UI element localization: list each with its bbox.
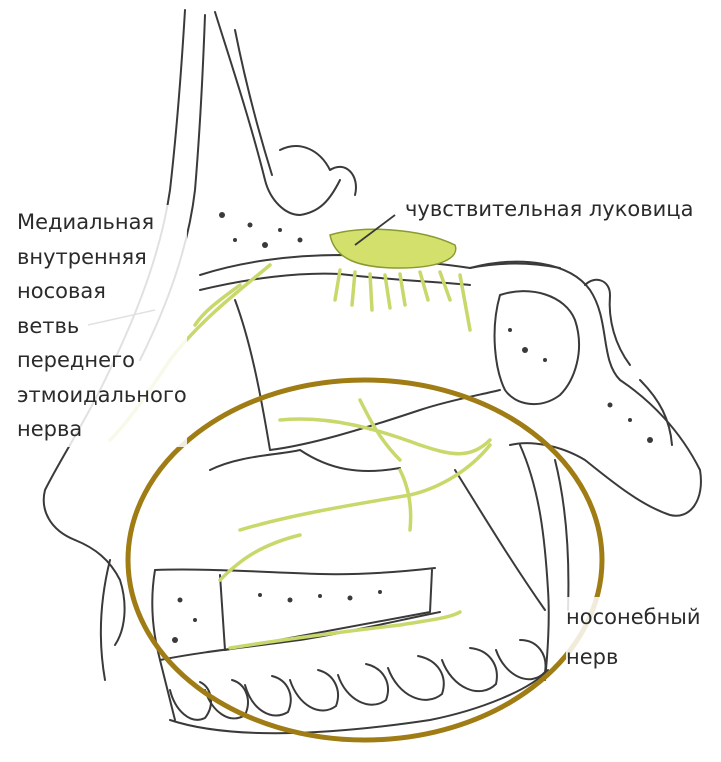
sensory-bulb-label: чувствительная луковица <box>405 196 693 222</box>
ethmoidal-line-5: переднего <box>17 343 187 378</box>
palate-box <box>220 570 432 650</box>
ethmoidal-line-7: нерва <box>17 412 187 447</box>
nose-tip <box>75 540 125 645</box>
clivus-line <box>640 380 672 445</box>
ethmoidal-branch <box>195 285 240 325</box>
nasopalatine-nerve-label: носонебный нерв <box>566 597 701 677</box>
sensory-bulb-text: чувствительная луковица <box>405 196 693 222</box>
tooth-8 <box>496 640 546 679</box>
frontal-sinus-wall-2 <box>235 30 272 175</box>
frontal-sinus-wall <box>215 12 340 215</box>
tooth-5 <box>338 664 388 705</box>
olfactory-fibers <box>335 270 470 330</box>
lip <box>101 560 110 680</box>
highlight-ellipse <box>128 380 602 740</box>
nerve-twig-1 <box>400 470 411 530</box>
tooth-6 <box>388 656 444 700</box>
nasopalatine-line-1: носонебный <box>566 597 701 637</box>
tooth-1 <box>170 682 211 720</box>
bone-texture-dots <box>172 212 653 643</box>
ethmoidal-line-4: ветвь <box>17 309 187 344</box>
nasopalatine-line-2: нерв <box>566 637 701 677</box>
sensory-bulb-shape <box>330 229 456 268</box>
tooth-7 <box>442 648 497 691</box>
ethmoidal-nerve-label: Медиальная внутренняя носовая ветвь пере… <box>17 205 187 447</box>
ethmoidal-line-6: этмоидального <box>17 378 187 413</box>
tooth-4 <box>290 670 338 711</box>
tooth-3 <box>245 676 291 716</box>
nerve-branch-mid <box>240 445 490 530</box>
sphenoid-sinus-inner <box>495 291 579 404</box>
septum-line-1 <box>235 300 270 450</box>
hard-palate-top <box>155 568 435 574</box>
pterygoid-plate-2 <box>555 460 568 610</box>
nerve-branch-upper <box>280 419 490 454</box>
ethmoidal-line-1: Медиальная <box>17 205 187 240</box>
nasopalatine-nerve <box>230 612 460 648</box>
ethmoidal-line-2: внутренняя <box>17 240 187 275</box>
ethmoidal-line-3: носовая <box>17 274 187 309</box>
cranial-wall <box>280 146 356 195</box>
nasopalatine-pointer <box>455 470 545 610</box>
septum-crack <box>210 450 400 471</box>
